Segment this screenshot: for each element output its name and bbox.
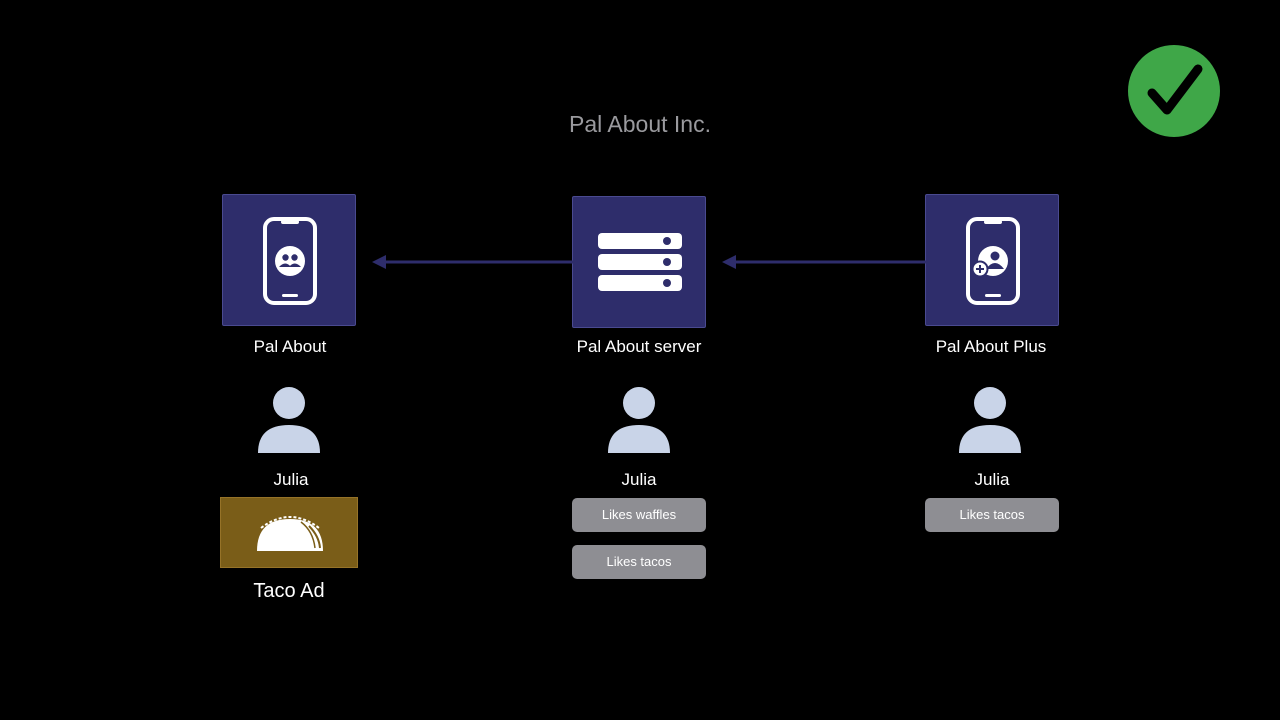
taco-icon: [257, 516, 323, 551]
person-icon: [608, 387, 670, 453]
node-label-pal-about-server: Pal About server: [576, 337, 702, 356]
checkmark-icon: [1128, 45, 1220, 137]
user-name: Julia: [974, 470, 1010, 489]
ad-card: [220, 497, 358, 568]
user-name: Julia: [273, 470, 309, 489]
attribute-pill: Likes waffles: [572, 498, 706, 532]
person-icon: [258, 387, 320, 453]
attribute-pill: Likes tacos: [925, 498, 1059, 532]
phone-group-icon: [263, 217, 317, 305]
attribute-pill: Likes tacos: [572, 545, 706, 579]
phone-add-person-icon: [966, 217, 1020, 305]
node-pal-about-server: [572, 196, 706, 328]
arrow-server-to-pal-about: [372, 255, 574, 269]
person-icon: [959, 387, 1021, 453]
node-label-pal-about-plus: Pal About Plus: [935, 337, 1047, 356]
diagram-title: Pal About Inc.: [569, 111, 711, 137]
ad-label: Taco Ad: [253, 580, 325, 602]
arrow-plus-to-server: [722, 255, 926, 269]
server-icon: [598, 233, 682, 291]
node-pal-about: [222, 194, 356, 326]
node-label-pal-about: Pal About: [253, 337, 327, 356]
node-pal-about-plus: [925, 194, 1059, 326]
user-name: Julia: [621, 470, 657, 489]
